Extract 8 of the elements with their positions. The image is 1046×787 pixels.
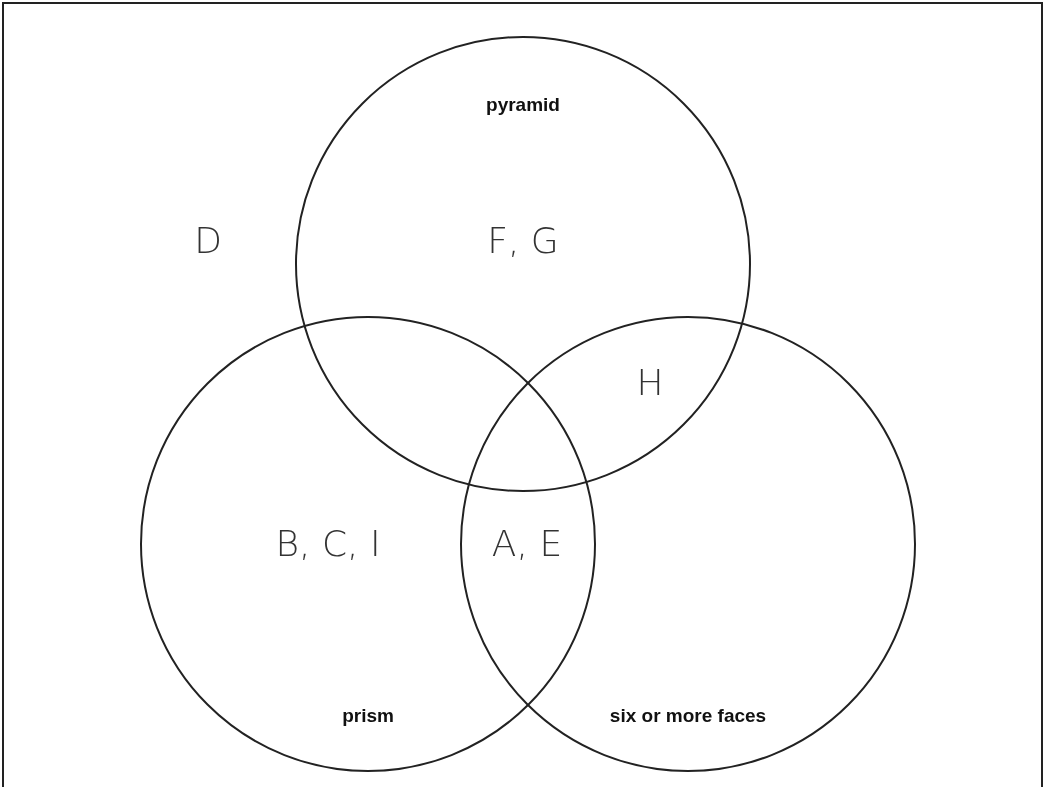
set-label: prism [342,705,394,727]
set-label: six or more faces [609,705,767,727]
region-label: B, C, I [275,522,381,564]
region-label: F, G [487,219,559,261]
region-label: D [194,219,222,261]
set-label: pyramid [486,94,560,116]
region-label: A, E [491,522,563,564]
region-label: H [636,361,664,403]
